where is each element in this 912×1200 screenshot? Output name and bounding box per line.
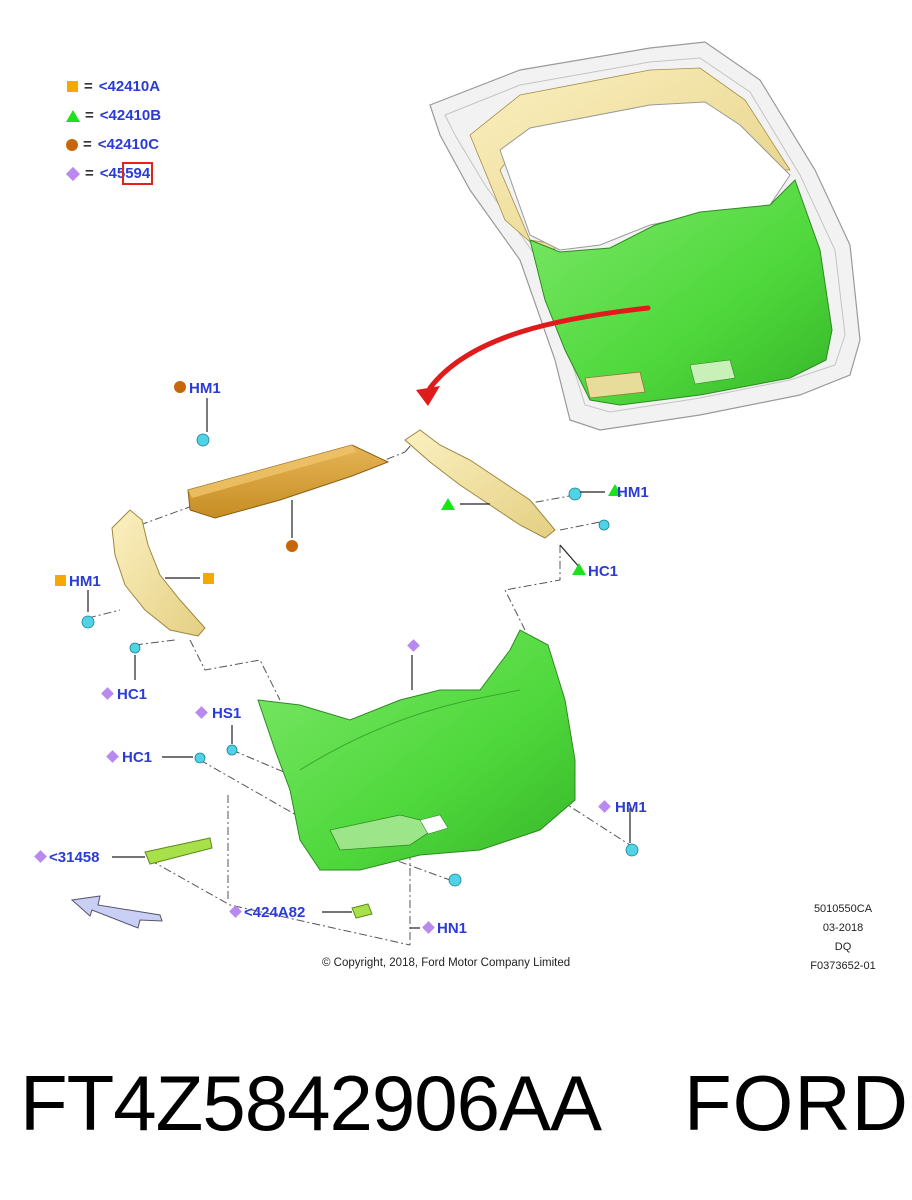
brand-name: FORD <box>684 1059 909 1147</box>
callout-hm1-right: HM1 <box>617 484 649 501</box>
callout-labels: HM1 HM1 HC1 HM1 HC1 HS1 HC1 HM1 <31458 <… <box>49 380 649 937</box>
meta-market: DQ <box>834 941 852 953</box>
clip-hm1-right-icon <box>568 487 582 501</box>
legend-code: <42410C <box>97 136 160 153</box>
part-number: FT4Z5842906AA <box>20 1059 602 1147</box>
clip-hc1-mid-icon <box>194 752 206 764</box>
legend-equals: = <box>85 107 94 124</box>
clip-hs1-icon <box>226 744 238 756</box>
triangle-marker-icon <box>441 498 455 510</box>
callout-hm1-left: HM1 <box>69 573 101 590</box>
legend-row-42410c: = <42410C <box>66 130 161 159</box>
triangle-marker-icon <box>66 109 80 122</box>
legend-equals: = <box>85 165 94 182</box>
circle-marker-icon <box>174 381 186 393</box>
callout-part-424a82: <424A82 <box>244 904 305 921</box>
clip-hc1-left-icon <box>129 642 141 654</box>
red-pointer-arrow-icon <box>416 305 651 406</box>
liftgate-assembly <box>429 41 861 431</box>
circle-marker-icon <box>286 540 298 552</box>
callout-hm1-lower-right: HM1 <box>615 799 647 816</box>
callout-hs1: HS1 <box>212 705 241 722</box>
triangle-marker-icon <box>608 484 622 496</box>
callout-hc1-mid: HC1 <box>122 749 152 766</box>
diamond-marker-icon <box>106 750 119 763</box>
square-marker-icon <box>55 575 66 586</box>
fastener-clips <box>81 433 639 887</box>
lower-liftgate-trim-panel <box>257 629 576 871</box>
legend-code: <42410A <box>98 78 161 95</box>
meta-diagram-code: 5010550CA <box>813 903 873 915</box>
diamond-marker-icon <box>422 921 435 934</box>
diamond-marker-icon <box>598 800 611 813</box>
clip-hm1-top-icon <box>196 433 210 447</box>
left-pillar-trim-panel <box>111 509 206 637</box>
callout-hm1-top: HM1 <box>189 380 221 397</box>
right-pillar-trim-panel <box>404 429 556 539</box>
clip-hc1-right-icon <box>598 519 610 531</box>
legend-row-42410a: = <42410A <box>66 72 161 101</box>
legend-equals: = <box>84 78 93 95</box>
plug-part-424a82 <box>351 903 373 919</box>
clip-hn1-icon <box>448 873 462 887</box>
square-marker-icon <box>67 81 78 92</box>
clip-hm1-left-icon <box>81 615 95 629</box>
footer-banner: FT4Z5842906AA FORD <box>0 1058 912 1158</box>
clip-hm1-lower-right-icon <box>625 843 639 857</box>
legend-equals: = <box>83 136 92 153</box>
diamond-marker-icon <box>34 850 47 863</box>
callout-hc1-left: HC1 <box>117 686 147 703</box>
upper-header-trim-panel <box>187 444 390 519</box>
grab-handle-part-31458 <box>144 837 213 865</box>
diamond-marker-icon <box>101 687 114 700</box>
square-marker-icon <box>203 573 214 584</box>
legend-code: <42410B <box>99 107 162 124</box>
legend-code: <45 <box>99 165 126 182</box>
callout-hn1: HN1 <box>437 920 467 937</box>
exploded-view-diagram: HM1 HM1 HC1 HM1 HC1 HS1 HC1 HM1 <31458 <… <box>34 41 861 946</box>
copyright-notice: © Copyright, 2018, Ford Motor Company Li… <box>322 957 571 969</box>
reference-metadata: 5010550CA 03-2018 DQ F0373652-01 <box>790 900 896 976</box>
callout-part-31458: <31458 <box>49 849 99 866</box>
leader-lines <box>87 398 631 929</box>
diamond-marker-icon <box>407 639 420 652</box>
triangle-marker-icon <box>572 563 586 575</box>
diamond-marker-icon <box>195 706 208 719</box>
circle-marker-icon <box>66 138 78 151</box>
vehicle-front-arrow-icon <box>70 895 163 929</box>
legend-code-highlight: 594 <box>122 162 154 185</box>
meta-figure-number: F0373652-01 <box>810 960 876 972</box>
meta-date: 03-2018 <box>822 922 864 934</box>
legend-row-42410b: = <42410B <box>66 101 161 130</box>
callout-hc1-right: HC1 <box>588 563 618 580</box>
